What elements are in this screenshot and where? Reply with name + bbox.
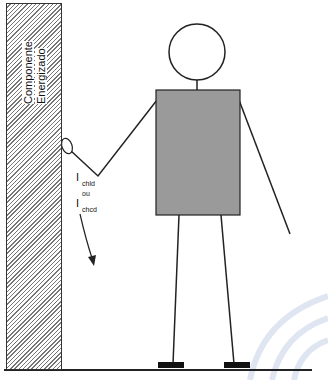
watermark-arcs	[250, 296, 328, 380]
component-label-box: Componente Energizado	[22, 28, 48, 104]
watermark-arc	[250, 296, 328, 380]
left-leg	[173, 215, 179, 364]
current-arrow	[80, 214, 92, 258]
right-leg	[221, 215, 234, 364]
arrow-head	[88, 255, 96, 266]
left-foot	[158, 362, 184, 368]
energized-component: Componente Energizado	[6, 3, 62, 370]
right-foot	[224, 362, 250, 368]
current-label: I	[76, 172, 79, 183]
current-label: I	[76, 198, 79, 209]
head	[169, 24, 225, 80]
neck	[196, 80, 198, 90]
body	[156, 90, 240, 215]
watermark-arc	[294, 340, 328, 380]
component-label: Componente Energizado	[22, 41, 47, 104]
current-label: ou	[82, 190, 90, 197]
right-arm	[239, 100, 290, 234]
current-label: chcd	[82, 206, 97, 213]
left-arm	[70, 100, 157, 176]
current-label: chld	[82, 180, 95, 187]
